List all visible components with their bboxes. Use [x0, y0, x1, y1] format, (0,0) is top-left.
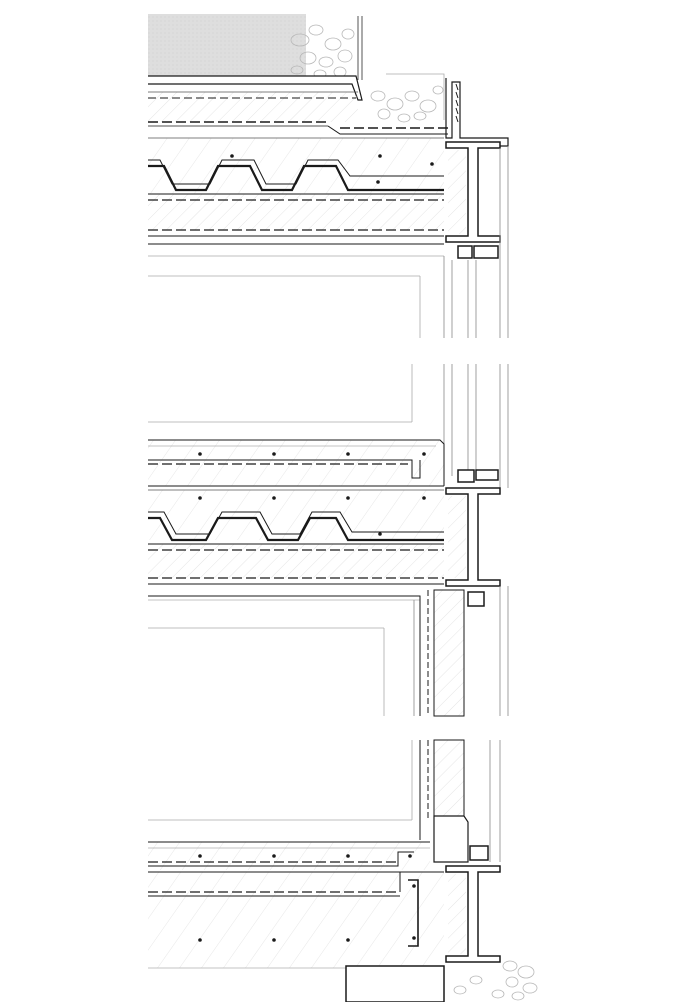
- steel-angle: [467, 591, 485, 607]
- flashing: [148, 75, 363, 101]
- parapet-upstand: [357, 16, 363, 80]
- steel-i-beam-roof: [445, 141, 501, 243]
- roof-slab: [148, 138, 444, 194]
- roof-section: [148, 14, 509, 338]
- parapet-cap: [148, 14, 306, 80]
- steel-i-beam-base: [445, 865, 501, 963]
- parapet-profile: [445, 78, 509, 147]
- rebar-dots: [230, 154, 434, 184]
- soil-gravel: [453, 960, 538, 1001]
- steel-i-beam-floor: [445, 487, 501, 587]
- foundation-block: [345, 965, 445, 1002]
- rebar-hook: [408, 879, 419, 947]
- metal-deck-profile-2: [148, 516, 444, 542]
- base-section: [148, 739, 538, 1002]
- floor-section: [148, 364, 509, 717]
- window-head-frame: [457, 245, 499, 259]
- gravel-ballast: [290, 24, 444, 123]
- metal-deck-profile: [148, 164, 444, 192]
- window-sill-frame: [457, 469, 499, 483]
- rebar-dots-upper: [198, 452, 426, 456]
